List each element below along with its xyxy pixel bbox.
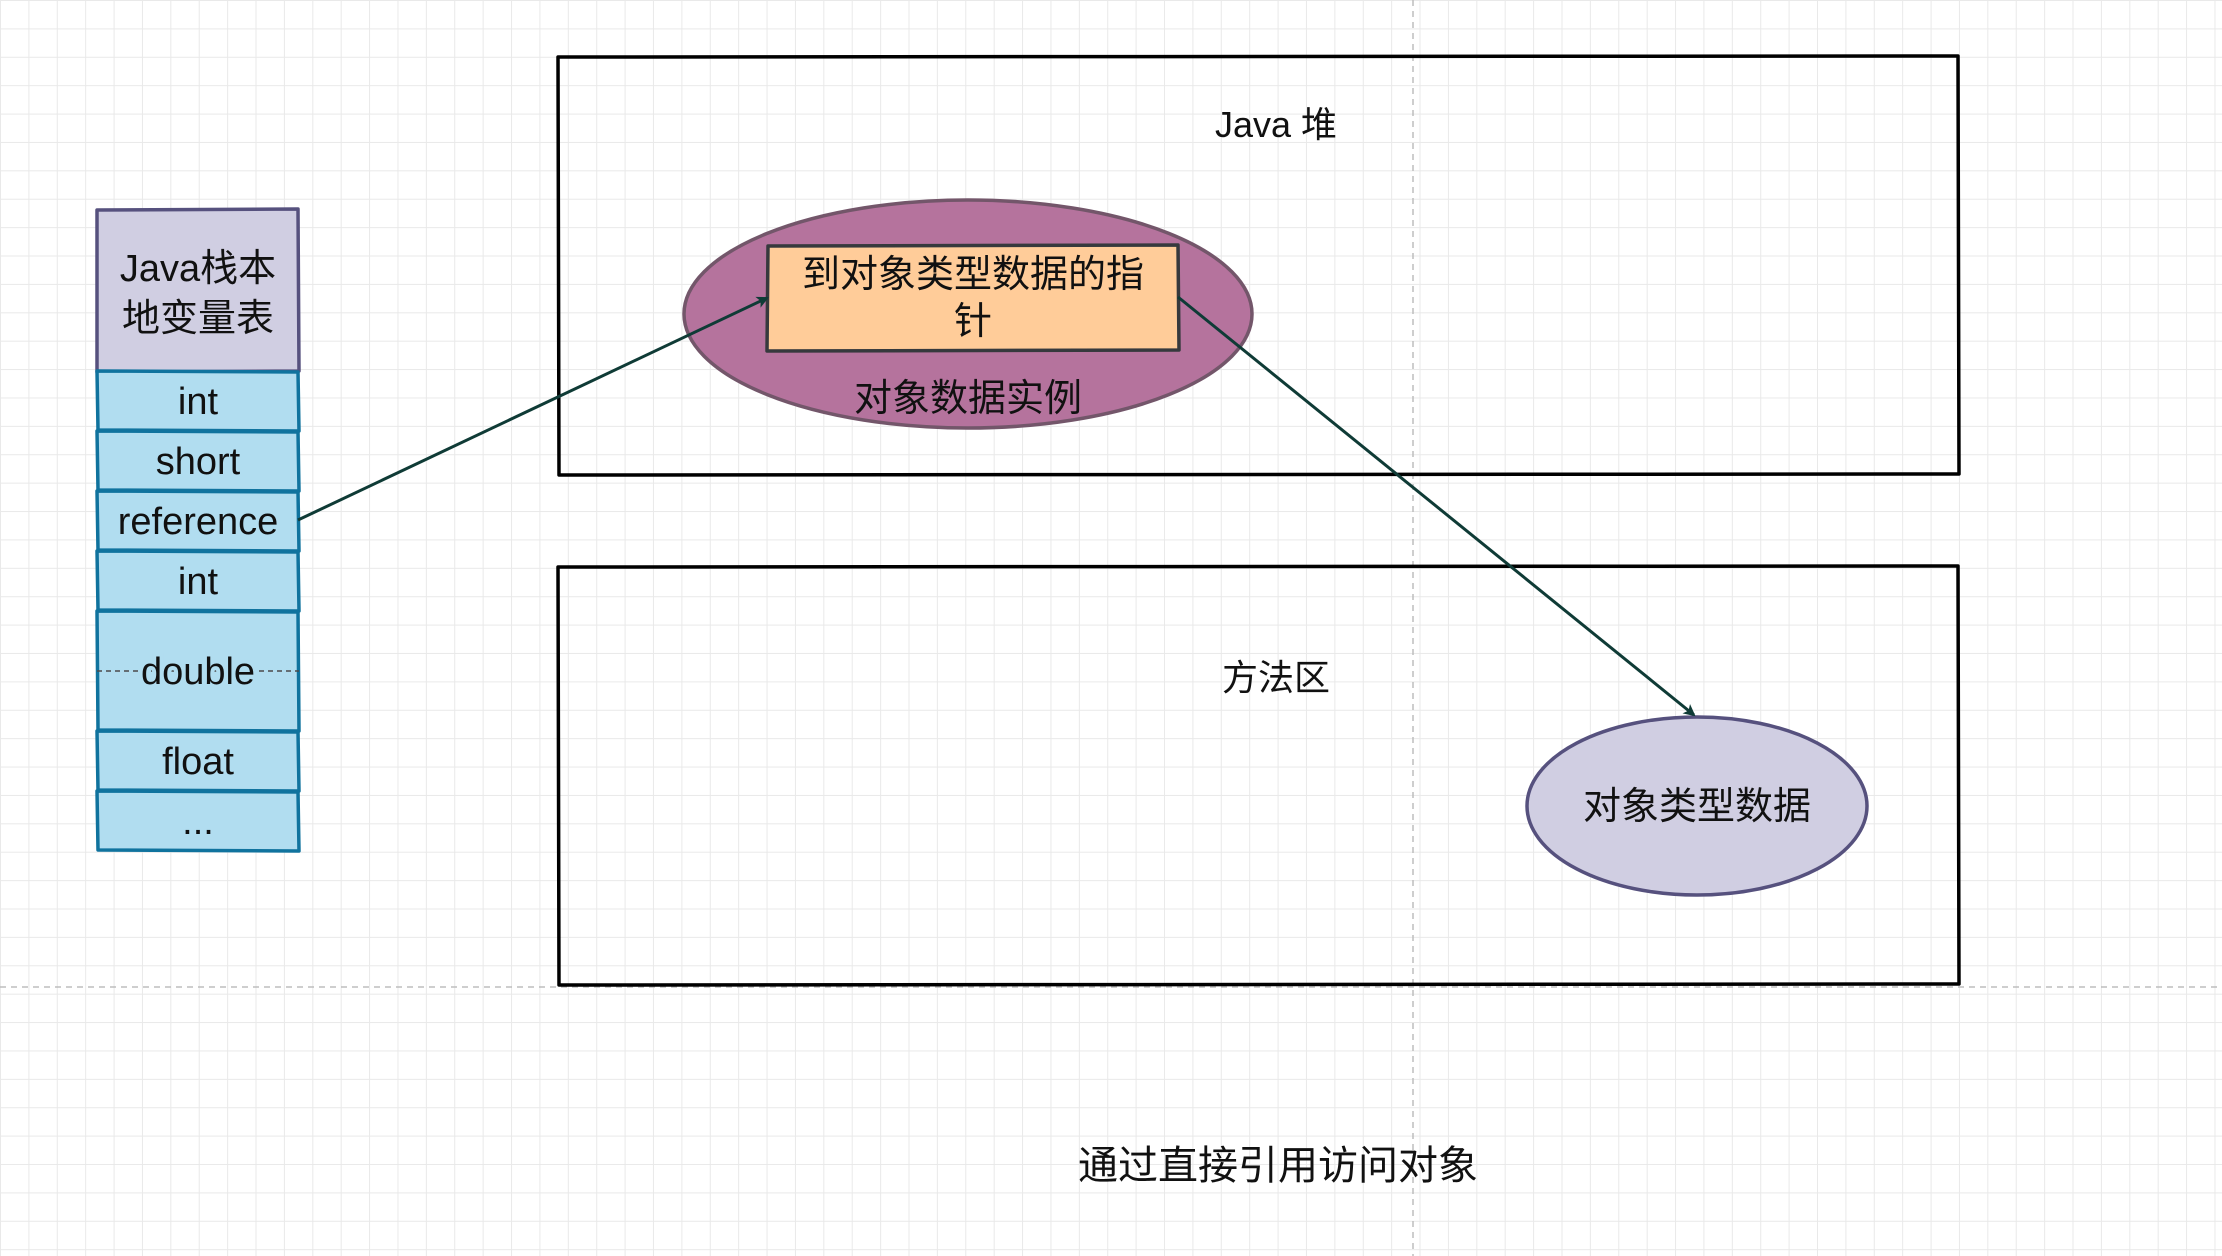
stack-slot-label: double <box>141 651 255 693</box>
object-type-data-label: 对象类型数据 <box>1583 786 1811 828</box>
object-type-data: 对象类型数据 <box>1525 715 1869 897</box>
diagram-caption: 通过直接引用访问对象 <box>1078 1144 1478 1188</box>
stack-local-variable-table: Java栈本 地变量表 int short reference int double fl… <box>95 207 301 853</box>
stack-slot: ... <box>95 789 301 853</box>
stack-slot-label: short <box>156 441 241 483</box>
stack-table-header: Java栈本 地变量表 <box>95 207 301 374</box>
stack-slot: float <box>95 729 301 793</box>
type-pointer-label-line-2: 针 <box>954 301 992 343</box>
stack-table-header-line-1: Java栈本 <box>120 248 276 290</box>
pointer-to-type-data-arrow <box>1177 295 1696 717</box>
stack-table-header-line-2: 地变量表 <box>122 298 274 340</box>
stack-slot: int <box>95 549 301 613</box>
java-heap-region: Java 堆 <box>556 54 1961 477</box>
reference-to-instance-arrow <box>297 296 769 522</box>
type-pointer-box: 到对象类型数据的指 针 <box>765 243 1181 353</box>
stack-slot-label: int <box>178 561 219 603</box>
stack-slot: reference <box>95 489 301 553</box>
stack-slot-label: int <box>178 381 219 423</box>
stack-slot: double <box>95 609 301 733</box>
stack-slot: int <box>95 369 301 433</box>
java-heap-label: Java 堆 <box>1215 104 1337 145</box>
stack-slot-label: reference <box>118 501 279 543</box>
stack-slot-box <box>95 789 301 853</box>
stack-slot-label: ... <box>182 801 214 843</box>
object-instance-label: 对象数据实例 <box>854 378 1082 420</box>
method-area-label: 方法区 <box>1222 657 1330 698</box>
method-area-region: 方法区 <box>556 564 1961 987</box>
stack-slot-list: int short reference int double float... <box>95 369 301 853</box>
type-pointer-label-line-1: 到对象类型数据的指 <box>802 254 1144 296</box>
stack-slot-label: float <box>162 741 234 783</box>
stack-slot: short <box>95 429 301 493</box>
